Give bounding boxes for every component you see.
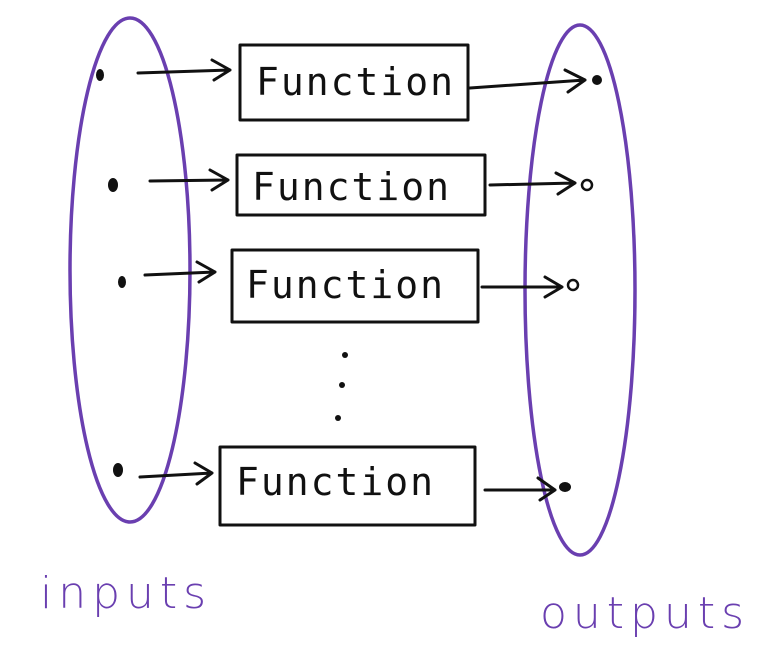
arrow-icon	[488, 171, 577, 196]
output-point	[580, 178, 594, 192]
outputs-group-ellipse	[523, 23, 637, 557]
mapping-row-3: Function	[118, 248, 580, 324]
mapping-row-4: Function	[113, 445, 571, 527]
outputs-label: outputs	[540, 588, 750, 639]
arrow-icon	[136, 58, 232, 82]
function-label: Function	[256, 60, 455, 104]
function-box	[218, 445, 477, 527]
mapping-row-1: Function	[96, 43, 602, 122]
function-label: Function	[236, 460, 435, 504]
output-point	[592, 75, 602, 85]
input-point	[113, 463, 123, 477]
function-box	[238, 43, 470, 122]
continuation-dots	[335, 352, 348, 421]
function-label: Function	[246, 263, 445, 307]
input-point	[108, 178, 118, 192]
arrow-icon	[480, 275, 564, 299]
inputs-group-ellipse	[68, 16, 192, 524]
arrow-icon	[138, 461, 214, 486]
function-box	[235, 153, 487, 217]
function-label: Function	[252, 165, 451, 209]
arrow-icon	[483, 476, 557, 502]
input-point	[96, 69, 104, 81]
arrow-icon	[148, 168, 230, 192]
inputs-label: inputs	[40, 568, 212, 619]
output-point	[559, 482, 571, 492]
mapping-row-2: Function	[108, 153, 594, 217]
input-point	[118, 276, 126, 288]
function-box	[230, 248, 480, 324]
arrow-icon	[143, 260, 217, 284]
arrow-icon	[468, 68, 587, 94]
output-point	[566, 278, 580, 292]
